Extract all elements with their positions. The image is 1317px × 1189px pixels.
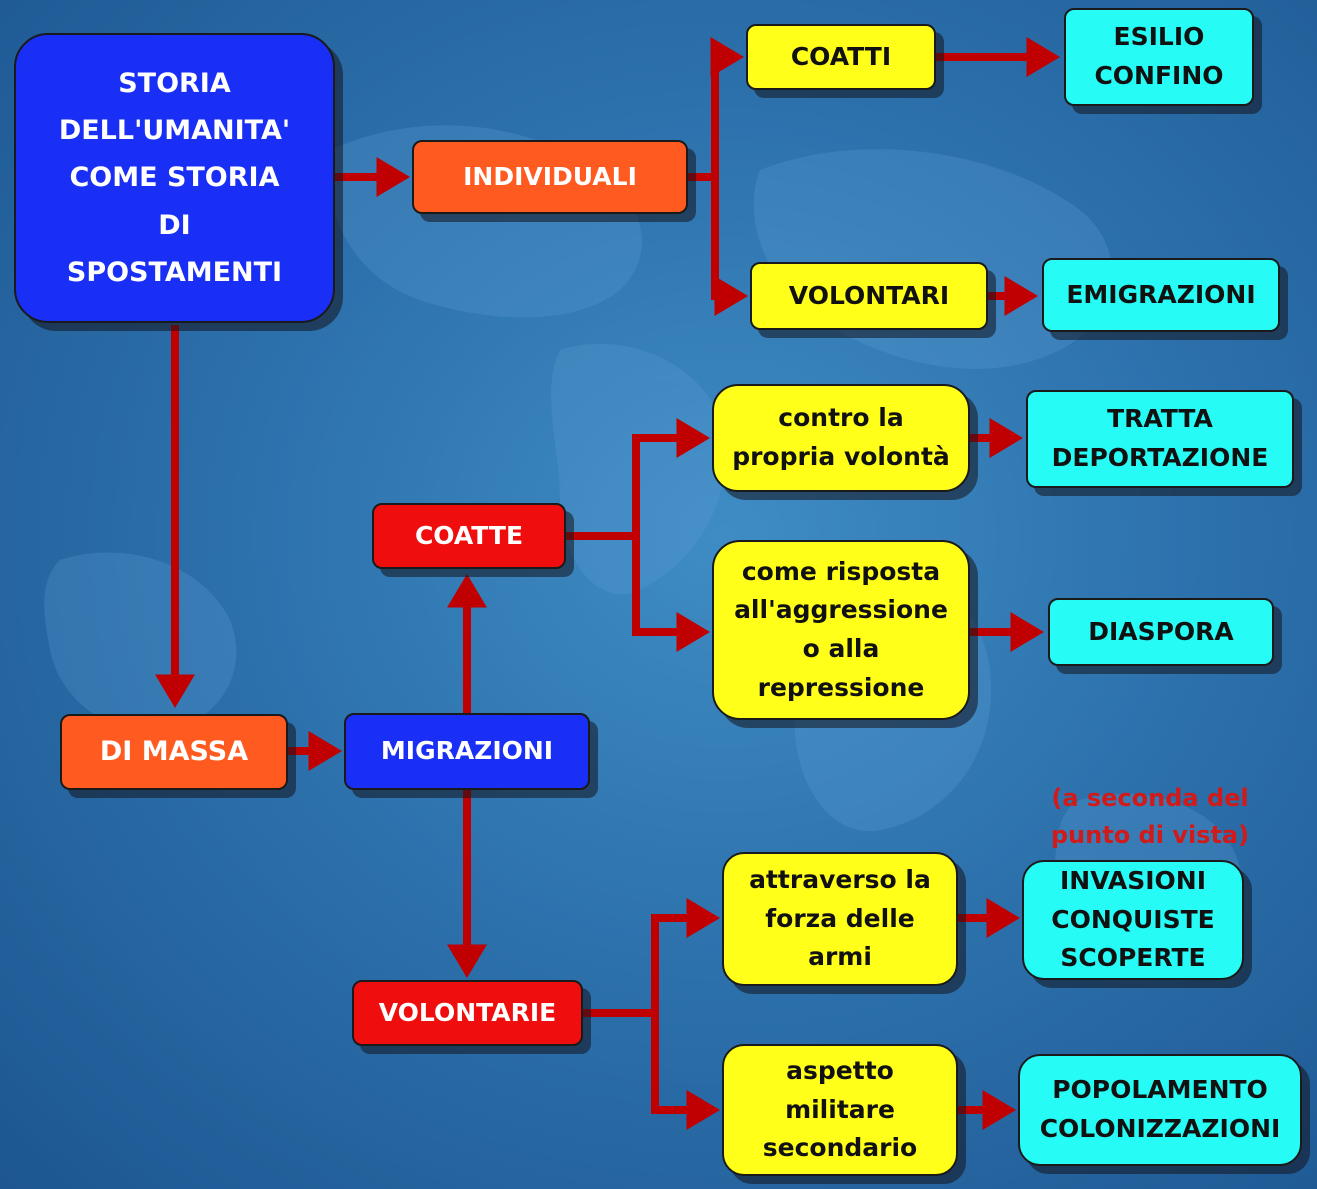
node-individuali: INDIVIDUALI bbox=[412, 140, 688, 214]
node-coatte: COATTE bbox=[372, 503, 566, 569]
arrow-individuali-to-volontari bbox=[688, 173, 748, 316]
node-coatti: COATTI bbox=[746, 24, 936, 90]
node-contro-propria-volonta: contro la propria volontà bbox=[712, 384, 970, 492]
node-esilio-confino: ESILIO CONFINO bbox=[1064, 8, 1254, 106]
node-aspetto-militare-secondario: aspetto militare secondario bbox=[722, 1044, 958, 1176]
node-di-massa: DI MASSA bbox=[60, 714, 288, 790]
node-emigrazioni: EMIGRAZIONI bbox=[1042, 258, 1280, 332]
node-popolamento-colonizzazioni: POPOLAMENTO COLONIZZAZIONI bbox=[1018, 1054, 1302, 1166]
arrow-individuali-to-coatti bbox=[688, 37, 744, 181]
arrow-coatte-to-contro-volonta bbox=[566, 418, 710, 540]
node-risposta-aggressione: come risposta all'aggressione o alla rep… bbox=[712, 540, 970, 720]
node-tratta-deportazione: TRATTA DEPORTAZIONE bbox=[1026, 390, 1294, 488]
arrow-volontarie-to-forza-armi bbox=[583, 898, 720, 1017]
node-volontari: VOLONTARI bbox=[750, 262, 988, 330]
node-forza-delle-armi: attraverso la forza delle armi bbox=[722, 852, 958, 986]
note-punto-di-vista: (a seconda del punto di vista) bbox=[1050, 784, 1250, 850]
arrow-coatte-to-risposta bbox=[566, 532, 710, 652]
node-volontarie: VOLONTARIE bbox=[352, 980, 583, 1046]
node-diaspora: DIASPORA bbox=[1048, 598, 1274, 666]
root-node-storia-umanita: STORIA DELL'UMANITA' COME STORIA DI SPOS… bbox=[14, 33, 335, 323]
node-migrazioni: MIGRAZIONI bbox=[344, 713, 590, 790]
node-invasioni-conquiste-scoperte: INVASIONI CONQUISTE SCOPERTE bbox=[1022, 860, 1244, 980]
arrow-volontarie-to-aspetto-militare bbox=[583, 1009, 720, 1130]
